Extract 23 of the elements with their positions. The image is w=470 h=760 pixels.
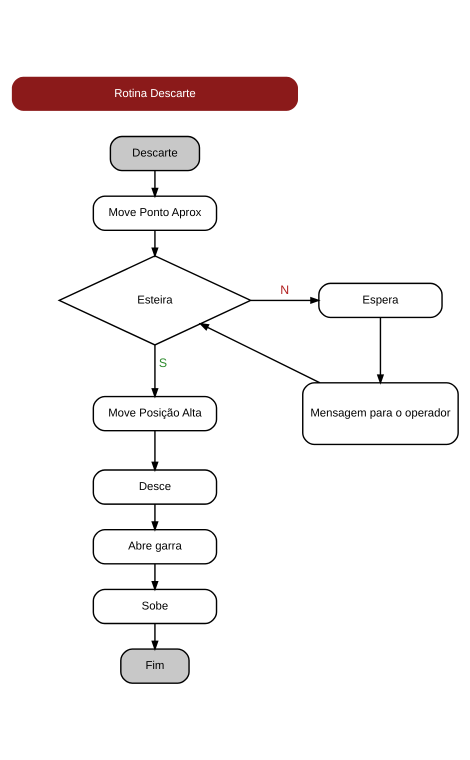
arrow: [151, 504, 159, 532]
node-box: Move Ponto Aprox: [92, 195, 218, 231]
edge-label: N: [280, 283, 290, 298]
arrow: [151, 170, 159, 198]
arrow: [376, 318, 384, 385]
node-box: Abre garra: [92, 529, 218, 565]
node-diamond: Esteira: [58, 255, 252, 346]
arrow: [151, 624, 159, 652]
node-box: Sobe: [92, 588, 218, 624]
arrow: [198, 322, 320, 384]
node-box: Descarte: [110, 136, 200, 172]
arrow: [151, 345, 159, 398]
node-box: Espera: [318, 282, 443, 318]
node-box: Desce: [92, 469, 218, 505]
node-box: Fim: [120, 648, 190, 684]
arrow: [151, 230, 159, 258]
arrow: [250, 296, 321, 304]
node-box: Rotina Descarte: [12, 76, 298, 111]
node-box: Move Posição Alta: [92, 396, 218, 432]
arrow: [151, 430, 159, 472]
edge-label: S: [158, 356, 168, 370]
arrow: [151, 564, 159, 592]
node-box: Mensagem para o operador: [302, 382, 459, 446]
